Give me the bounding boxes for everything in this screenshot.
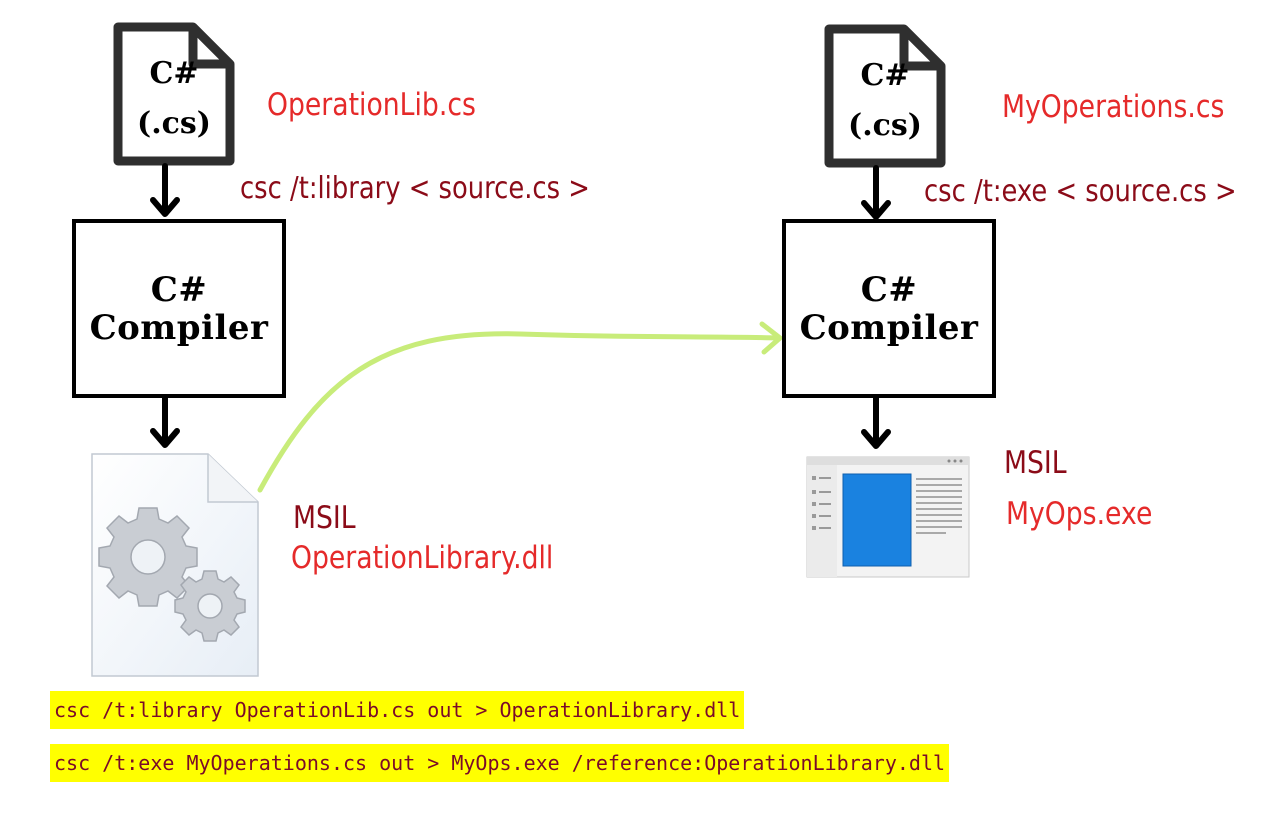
arrow-down-icon bbox=[150, 395, 180, 448]
application-window-icon bbox=[806, 456, 970, 578]
document-icon bbox=[113, 22, 235, 166]
left-compile-command: csc /t:library < source.cs > bbox=[240, 171, 590, 206]
left-output-kind: MSIL bbox=[293, 500, 356, 536]
source-doc-ext: (.cs) bbox=[848, 108, 922, 143]
right-source-filename: MyOperations.cs bbox=[1002, 89, 1225, 125]
source-doc-lang: C# bbox=[149, 56, 199, 91]
right-output-filename: MyOps.exe bbox=[1006, 496, 1153, 532]
left-compiler-box: C# Compiler bbox=[72, 219, 286, 398]
compiler-lang: C# bbox=[150, 269, 208, 310]
compiler-lang: C# bbox=[860, 269, 918, 310]
arrow-down-icon bbox=[150, 163, 180, 217]
compiler-label: Compiler bbox=[89, 307, 269, 348]
source-doc-lang: C# bbox=[860, 58, 910, 93]
arrow-down-icon bbox=[861, 395, 891, 449]
left-source-filename: OperationLib.cs bbox=[267, 87, 476, 123]
arrow-down-icon bbox=[861, 165, 891, 220]
right-compile-command: csc /t:exe < source.cs > bbox=[924, 174, 1237, 209]
document-icon bbox=[824, 24, 946, 168]
source-doc-ext: (.cs) bbox=[137, 106, 211, 141]
curved-arrow-icon bbox=[257, 321, 783, 493]
gears-document-icon bbox=[91, 453, 259, 677]
compiler-label: Compiler bbox=[799, 307, 979, 348]
command-line-library: csc /t:library OperationLib.cs out > Ope… bbox=[50, 691, 745, 729]
left-output-filename: OperationLibrary.dll bbox=[291, 540, 554, 576]
right-output-kind: MSIL bbox=[1004, 445, 1067, 481]
right-compiler-box: C# Compiler bbox=[782, 219, 996, 398]
left-source-document: C# (.cs) bbox=[113, 22, 235, 166]
right-source-document: C# (.cs) bbox=[824, 24, 946, 168]
command-line-exe: csc /t:exe MyOperations.cs out > MyOps.e… bbox=[50, 744, 950, 782]
